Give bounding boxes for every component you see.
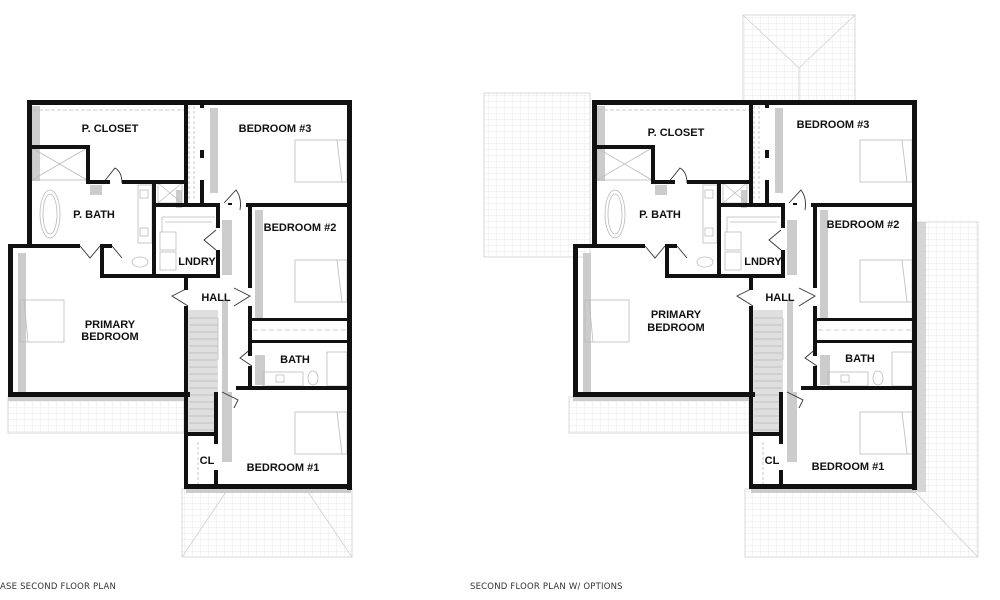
- room-label-p-closet: P. CLOSET: [82, 123, 139, 135]
- room-label-primary-1: PRIMARY: [651, 309, 702, 321]
- caption-base-plan: ASE SECOND FLOOR PLAN: [0, 582, 117, 592]
- room-label-lndry: LNDRY: [744, 256, 782, 268]
- room-label-p-bath: P. BATH: [639, 209, 681, 221]
- roof-primary-porch: [568, 396, 750, 434]
- room-label-hall: HALL: [201, 292, 231, 304]
- room-label-hall: HALL: [765, 292, 795, 304]
- base-plan: [7, 99, 353, 558]
- room-label-bedroom1: BEDROOM #1: [247, 462, 320, 474]
- roof-primary-porch: [7, 396, 185, 434]
- roof-front-porch: [181, 488, 353, 558]
- room-label-bath: BATH: [280, 354, 310, 366]
- room-label-bedroom3: BEDROOM #3: [797, 119, 870, 131]
- room-label-p-bath: P. BATH: [73, 209, 115, 221]
- caption-options-plan: SECOND FLOOR PLAN W/ OPTIONS: [470, 582, 623, 592]
- room-label-primary-2: BEDROOM: [647, 322, 704, 334]
- room-label-bedroom3: BEDROOM #3: [239, 123, 312, 135]
- roof-left-option: [483, 92, 591, 258]
- room-label-lndry: LNDRY: [178, 256, 216, 268]
- room-label-bedroom2: BEDROOM #2: [264, 222, 337, 234]
- room-label-p-closet: P. CLOSET: [648, 127, 705, 139]
- roof-top-option: [742, 14, 856, 102]
- room-label-cl: CL: [200, 455, 215, 467]
- base-plan-labels: P. CLOSET BEDROOM #3 P. BATH BEDROOM #2 …: [73, 123, 336, 474]
- room-label-bedroom1: BEDROOM #1: [812, 461, 885, 473]
- room-label-primary-2: BEDROOM: [81, 331, 138, 343]
- options-plan-labels: P. CLOSET BEDROOM #3 P. BATH BEDROOM #2 …: [639, 119, 899, 473]
- options-plan: [483, 14, 979, 558]
- room-label-bedroom2: BEDROOM #2: [827, 219, 900, 231]
- room-label-primary-1: PRIMARY: [85, 319, 136, 331]
- room-label-cl: CL: [765, 455, 780, 467]
- room-label-bath: BATH: [845, 353, 875, 365]
